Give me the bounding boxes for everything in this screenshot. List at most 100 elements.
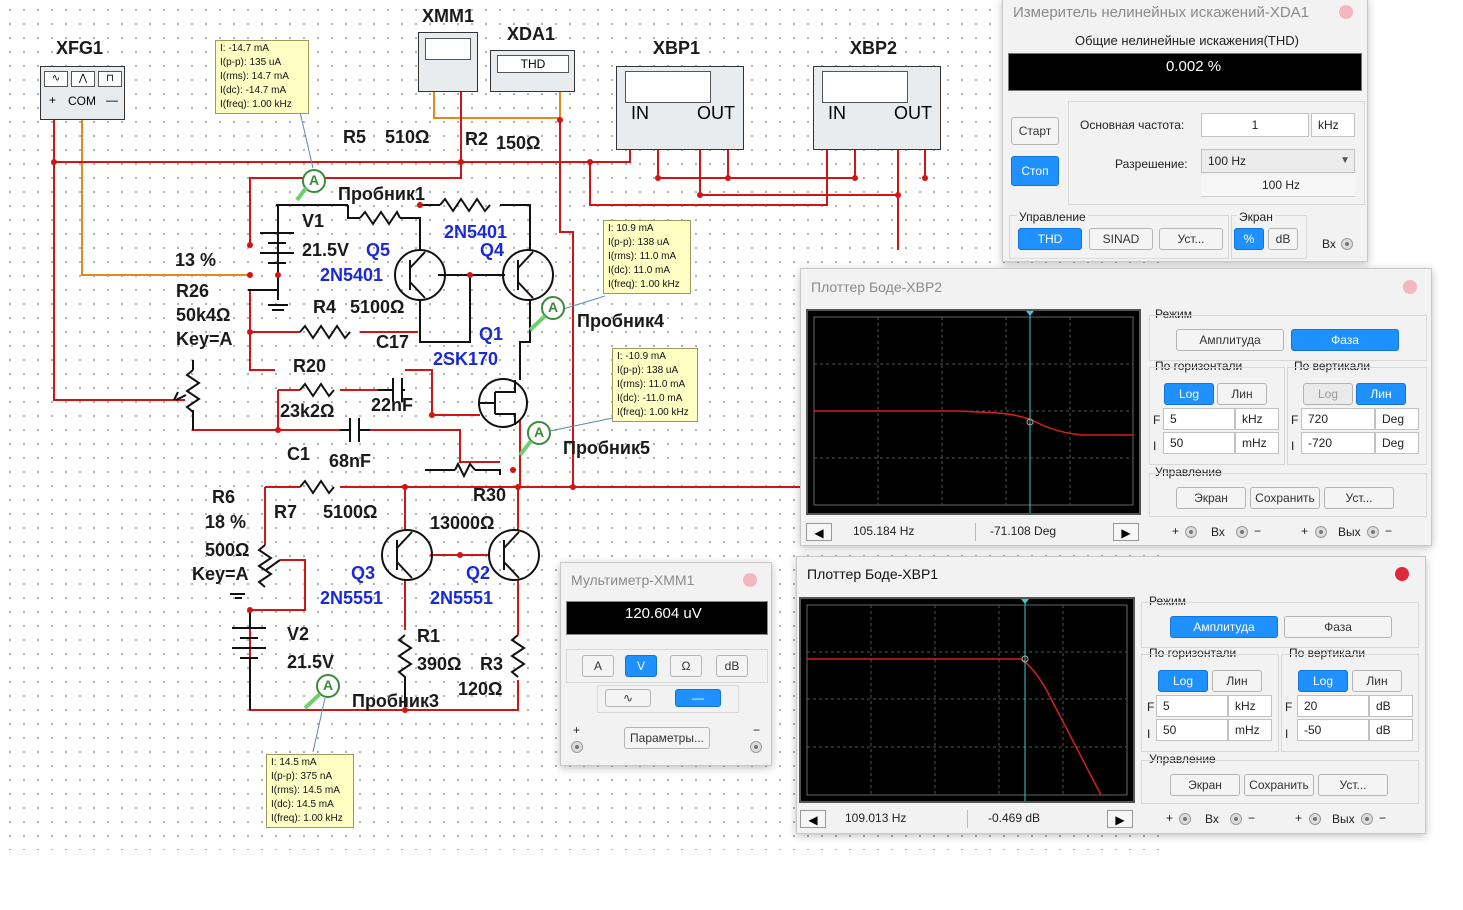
q2-label: Q2 (466, 563, 491, 583)
multimeter-window-title[interactable]: Мультиметр-XMM1 (571, 572, 695, 588)
phase-button[interactable]: Фаза (1284, 616, 1392, 638)
ac-button[interactable]: ∿ (605, 689, 651, 707)
bode2-horizontal-group (1149, 367, 1285, 465)
percent-button[interactable]: % (1234, 228, 1264, 250)
minus-terminal[interactable] (750, 741, 762, 753)
horizontal-lin-button[interactable]: Лин (1212, 670, 1262, 692)
vertical-final-input[interactable]: 720 (1301, 408, 1375, 430)
vertical-final-unit[interactable]: Deg (1375, 408, 1419, 430)
dc-button[interactable]: — (675, 689, 721, 707)
vertical-initial-label: I (1291, 439, 1295, 453)
voltmeter-button[interactable]: V (625, 655, 657, 677)
cursor-right-button[interactable]: ▶ (1107, 810, 1133, 828)
distortion-analyzer-xda1[interactable]: THD (490, 50, 575, 92)
bode2-graph[interactable] (806, 309, 1141, 515)
save-button[interactable]: Сохранить (1250, 487, 1320, 509)
out-minus-terminal[interactable] (1367, 526, 1379, 538)
thd-analyzer-window[interactable]: Измеритель нелинейных искажений-XDA1 Общ… (1002, 0, 1368, 262)
vertical-initial-input[interactable]: -50 (1297, 719, 1369, 741)
vertical-initial-unit[interactable]: Deg (1375, 432, 1419, 454)
probe5-symbol[interactable]: A (534, 424, 545, 440)
bode1-window-title[interactable]: Плоттер Боде-XBP1 (807, 566, 939, 582)
cursor-left-button[interactable]: ◀ (800, 810, 826, 828)
bode-plotter-xbp2-window[interactable]: Плоттер Боде-XBP2 Режим Амплитуда Фаза П… (800, 268, 1432, 546)
settings-button[interactable]: Уст... (1159, 228, 1223, 250)
input-label: Вх (1322, 237, 1336, 251)
probe4-symbol[interactable]: A (548, 299, 559, 315)
bode1-graph[interactable] (799, 597, 1135, 803)
horizontal-lin-button[interactable]: Лин (1217, 383, 1267, 405)
function-generator-xfg1[interactable]: ∿ ⋀ ⊓ + COM — (40, 66, 125, 120)
vertical-log-button[interactable]: Log (1303, 383, 1353, 405)
phase-button[interactable]: Фаза (1291, 329, 1399, 351)
q4-label: Q4 (480, 240, 505, 260)
vertical-final-unit[interactable]: dB (1369, 695, 1413, 717)
plus-terminal[interactable] (571, 741, 583, 753)
out-plus-terminal[interactable] (1309, 813, 1321, 825)
r5-label: R5 (343, 127, 367, 147)
start-button[interactable]: Старт (1011, 117, 1059, 145)
out-plus-terminal[interactable] (1315, 526, 1327, 538)
close-icon[interactable] (1339, 5, 1353, 19)
horizontal-log-button[interactable]: Log (1158, 670, 1208, 692)
ammeter-button[interactable]: A (582, 655, 614, 677)
multimeter-xmm1[interactable] (418, 32, 478, 92)
stop-button[interactable]: Стоп (1011, 156, 1059, 186)
ohmmeter-button[interactable]: Ω (670, 655, 702, 677)
bode-plotter-xbp2[interactable]: IN OUT (813, 66, 941, 150)
close-icon[interactable] (1403, 280, 1417, 294)
in-minus-terminal[interactable] (1230, 813, 1242, 825)
horizontal-final-input[interactable]: 5 (1163, 408, 1235, 430)
fundamental-unit[interactable]: kHz (1311, 113, 1355, 137)
horizontal-initial-input[interactable]: 50 (1163, 432, 1235, 454)
cursor-right-button[interactable]: ▶ (1113, 523, 1139, 541)
vertical-lin-button[interactable]: Лин (1352, 670, 1402, 692)
input-terminal[interactable] (1341, 238, 1353, 250)
screen-button[interactable]: Экран (1176, 487, 1246, 509)
bode2-window-title[interactable]: Плоттер Боде-XBP2 (811, 279, 943, 295)
thd-window-title[interactable]: Измеритель нелинейных искажений-XDA1 (1013, 4, 1310, 21)
in-plus-terminal[interactable] (1185, 526, 1197, 538)
horizontal-final-unit[interactable]: kHz (1228, 695, 1272, 717)
probe-line: I(p-p): 375 nA (271, 771, 333, 782)
horizontal-log-button[interactable]: Log (1164, 383, 1214, 405)
dc-line-icon: — (692, 691, 704, 705)
in-minus-terminal[interactable] (1236, 526, 1248, 538)
bode-plotter-xbp1-window[interactable]: Плоттер Боде-XBP1 Режим Амплитуда Фаза П… (796, 556, 1426, 834)
db-button[interactable]: dB (1268, 228, 1298, 250)
fundamental-input[interactable]: 1 (1201, 113, 1309, 137)
horizontal-initial-label: I (1147, 727, 1151, 741)
horizontal-final-input[interactable]: 5 (1156, 695, 1228, 717)
bode-plotter-xbp1[interactable]: IN OUT (616, 66, 744, 150)
sinad-mode-button[interactable]: SINAD (1089, 228, 1153, 250)
amplitude-button[interactable]: Амплитуда (1176, 329, 1284, 351)
horizontal-initial-unit[interactable]: mHz (1228, 719, 1272, 741)
vertical-final-input[interactable]: 20 (1297, 695, 1369, 717)
bode1-in-label: IN (631, 103, 649, 123)
resolution-display: 100 Hz (1201, 175, 1355, 197)
amplitude-button[interactable]: Амплитуда (1170, 616, 1278, 638)
save-button[interactable]: Сохранить (1244, 774, 1314, 796)
cursor-left-button[interactable]: ◀ (806, 523, 832, 541)
probe1-symbol[interactable]: A (309, 172, 320, 188)
settings-button[interactable]: Уст... (1318, 774, 1388, 796)
horizontal-initial-input[interactable]: 50 (1156, 719, 1228, 741)
close-icon[interactable] (743, 573, 757, 587)
settings-button[interactable]: Уст... (1324, 487, 1394, 509)
multimeter-xmm1-window[interactable]: Мультиметр-XMM1 120.604 uV A V Ω dB ∿ — … (560, 562, 772, 766)
vertical-initial-input[interactable]: -720 (1301, 432, 1375, 454)
vertical-initial-unit[interactable]: dB (1369, 719, 1413, 741)
resolution-select[interactable]: 100 Hz ▼ (1201, 149, 1355, 173)
vertical-log-button[interactable]: Log (1298, 670, 1348, 692)
close-icon[interactable] (1395, 567, 1409, 581)
decibel-button[interactable]: dB (716, 655, 748, 677)
in-plus-terminal[interactable] (1179, 813, 1191, 825)
parameters-button[interactable]: Параметры... (624, 727, 710, 749)
screen-button[interactable]: Экран (1170, 774, 1240, 796)
thd-mode-button[interactable]: THD (1018, 228, 1082, 250)
probe3-symbol[interactable]: A (323, 677, 334, 693)
horizontal-final-unit[interactable]: kHz (1235, 408, 1279, 430)
out-minus-terminal[interactable] (1361, 813, 1373, 825)
horizontal-initial-unit[interactable]: mHz (1235, 432, 1279, 454)
vertical-lin-button[interactable]: Лин (1356, 383, 1406, 405)
